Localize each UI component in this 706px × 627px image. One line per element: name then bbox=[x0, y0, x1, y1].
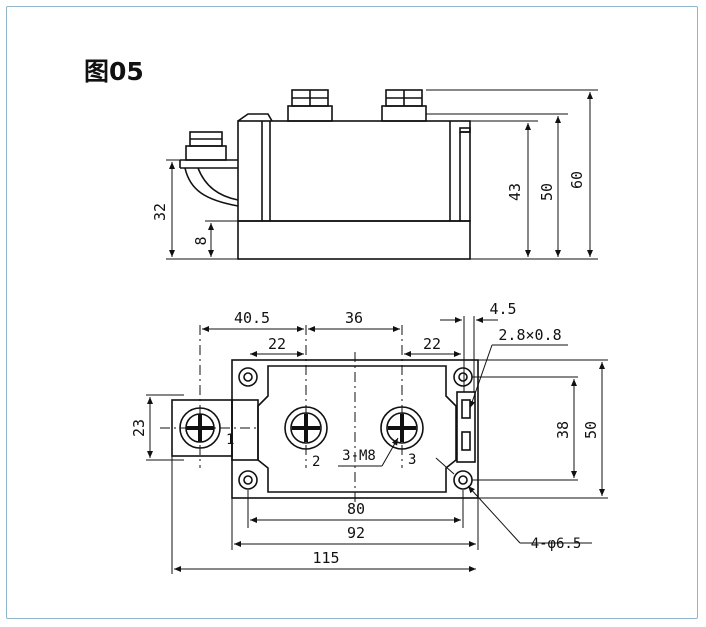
dim-22-right: 22 bbox=[423, 335, 441, 353]
side-left-bracket bbox=[179, 159, 238, 169]
dim-80: 80 bbox=[347, 500, 365, 518]
dim-3-m8: 3-M8 bbox=[342, 448, 376, 464]
dim-32: 32 bbox=[151, 203, 169, 221]
dim-43: 43 bbox=[506, 183, 524, 201]
dim-4-phi6-5: 4-φ6.5 bbox=[531, 536, 582, 552]
terminal-label-3: 3 bbox=[408, 452, 416, 468]
dim-8: 8 bbox=[192, 236, 210, 245]
dim-115: 115 bbox=[312, 549, 339, 567]
side-view bbox=[179, 89, 471, 260]
dim-4-5: 4.5 bbox=[489, 300, 516, 318]
dim-38: 38 bbox=[554, 421, 572, 439]
dim-92: 92 bbox=[347, 524, 365, 542]
terminal-label-2: 2 bbox=[312, 454, 320, 470]
dim-2-8x0-8: 2.8×0.8 bbox=[498, 326, 561, 344]
dim-50-top: 50 bbox=[582, 421, 600, 439]
dim-23: 23 bbox=[130, 419, 148, 437]
dim-22-left: 22 bbox=[268, 335, 286, 353]
dim-40-5: 40.5 bbox=[234, 309, 270, 327]
dim-50-side: 50 bbox=[538, 183, 556, 201]
terminal-label-1: 1 bbox=[226, 432, 234, 448]
side-base-plate bbox=[237, 220, 471, 260]
drawing-frame bbox=[6, 6, 698, 619]
dim-60: 60 bbox=[568, 171, 586, 189]
top-view bbox=[171, 359, 479, 499]
dim-36: 36 bbox=[345, 309, 363, 327]
figure-title: 图05 bbox=[84, 57, 144, 86]
side-housing bbox=[237, 120, 471, 222]
